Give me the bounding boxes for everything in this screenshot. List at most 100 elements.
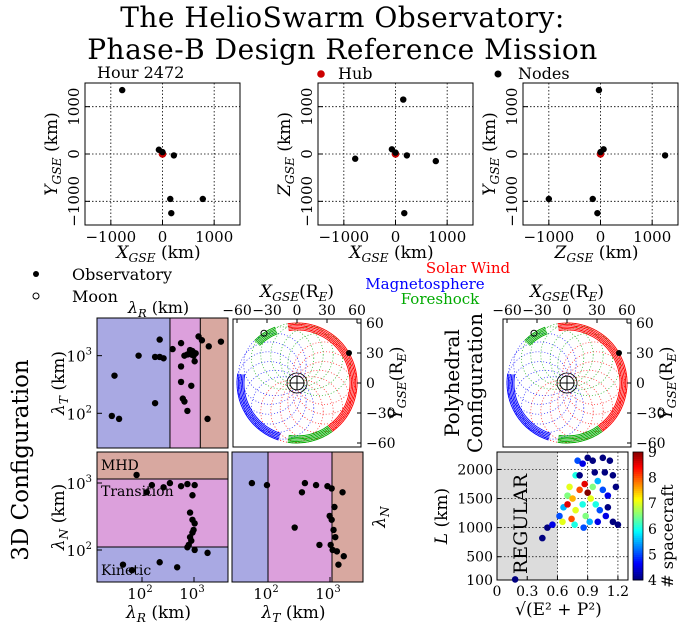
colorbar-segment — [633, 565, 643, 568]
colorbar-segment — [633, 567, 643, 570]
orbit-arc — [558, 329, 621, 427]
tick-label: 0 — [503, 149, 521, 159]
orbit-arc — [256, 329, 277, 343]
tick-label: 102 — [67, 404, 92, 423]
lambda-point — [291, 524, 298, 531]
colorbar-segment — [633, 543, 643, 547]
svg-text:λT (km): λT (km) — [260, 603, 325, 625]
orbit-trace — [238, 341, 302, 405]
svg-text:λR (km): λR (km) — [127, 298, 189, 320]
colorbar-segment — [633, 488, 643, 491]
orbit-arc — [288, 328, 352, 428]
svg-text:λN (km): λN (km) — [49, 484, 71, 552]
colorbar-segment — [633, 452, 643, 455]
colorbar-label: # spacecraft — [658, 484, 677, 588]
colorbar-segment — [633, 526, 643, 530]
x-axis-label: XGSE (km) — [347, 243, 433, 265]
config-point — [559, 518, 566, 526]
orbit-arc — [254, 326, 276, 341]
tick-label: 0 — [596, 228, 606, 246]
config-point — [581, 480, 588, 488]
tick-label: 102 — [127, 584, 152, 603]
colorbar-segment — [633, 558, 643, 562]
tick-label: 103 — [179, 584, 204, 603]
orbit-arc — [243, 374, 281, 434]
lambda-point — [181, 398, 188, 405]
colorbar-segment — [633, 513, 643, 517]
colorbar-segment — [633, 490, 643, 494]
lambda-point — [169, 345, 176, 353]
config-point — [604, 492, 612, 499]
lambda-point — [191, 358, 198, 365]
colorbar-segment — [633, 541, 643, 545]
lambda-point — [188, 351, 195, 358]
config-point — [584, 454, 591, 462]
colorbar-segment — [633, 575, 643, 579]
lambda-point — [188, 382, 195, 389]
tick-label: 1500 — [457, 492, 493, 508]
tick-label-group: −1000 — [503, 176, 521, 227]
orbit-trace — [508, 341, 572, 405]
colorbar-segment — [633, 484, 643, 487]
lambda-point — [327, 541, 334, 549]
config-point — [612, 483, 620, 491]
colorbar-segment — [633, 462, 643, 466]
colorbar-frame — [632, 451, 644, 581]
lambda-point — [188, 537, 195, 544]
mhd-region — [97, 452, 228, 479]
orbit-y-label: YGSE(RE) — [387, 346, 409, 419]
node-point — [199, 195, 206, 203]
tick-label: 60 — [366, 316, 384, 332]
colorbar-segment — [633, 460, 643, 464]
svg-text:YGSE (km): YGSE (km) — [42, 112, 64, 195]
moon-legend-label: Moon — [72, 287, 118, 306]
colorbar-tick-label: 5 — [648, 547, 657, 563]
colorbar-segment — [633, 477, 643, 481]
y-axis-label: YGSE (km) — [42, 112, 64, 195]
colorbar-segment — [633, 533, 643, 536]
moon-marker — [530, 329, 538, 337]
mhd-region-label: MHD — [101, 458, 139, 474]
lambda-point — [173, 564, 181, 571]
colorbar-tick-label: 6 — [648, 522, 657, 538]
config-point — [601, 469, 609, 476]
tick-label: 102 — [253, 584, 278, 603]
colorbar-segment — [633, 528, 643, 532]
lambda-point — [143, 489, 150, 496]
svg-text:YGSE(RE): YGSE(RE) — [657, 346, 679, 419]
lambda-point — [160, 484, 167, 491]
orbit-arc — [557, 430, 602, 443]
colorbar-segment — [633, 535, 643, 538]
tick-label-group: 0 — [298, 149, 316, 159]
mhd-region — [200, 318, 228, 448]
tick-label-group: −1000 — [298, 176, 316, 227]
lambda-point — [111, 372, 118, 379]
lambda-point — [191, 546, 198, 554]
colorbar-segment — [633, 492, 643, 496]
colorbar-segment — [633, 577, 643, 581]
colorbar-segment — [633, 516, 643, 519]
orbit-arc — [527, 330, 547, 344]
svg-text:XGSE (km): XGSE (km) — [347, 243, 433, 265]
tick-label: 1000 — [428, 228, 466, 246]
orbit-arc — [288, 326, 354, 429]
config-point — [604, 503, 612, 511]
orbit-trace — [521, 376, 585, 440]
tick-label: −60 — [492, 303, 522, 319]
lambda-point — [156, 559, 163, 566]
colorbar-segment — [633, 548, 643, 551]
mhd-region — [332, 452, 363, 582]
tick-label-group: 0 — [65, 149, 83, 159]
orbit-arc — [288, 425, 329, 437]
config-point — [599, 454, 607, 462]
lambda-point — [298, 489, 306, 496]
tick-label: 60 — [618, 303, 636, 319]
colorbar-segment — [633, 524, 643, 528]
colorbar-tick-label: 8 — [648, 471, 657, 487]
lambda-point — [205, 343, 212, 350]
config-point — [582, 512, 589, 520]
colorbar-segment — [633, 481, 643, 485]
colorbar-label-group: # spacecraft — [658, 484, 677, 588]
